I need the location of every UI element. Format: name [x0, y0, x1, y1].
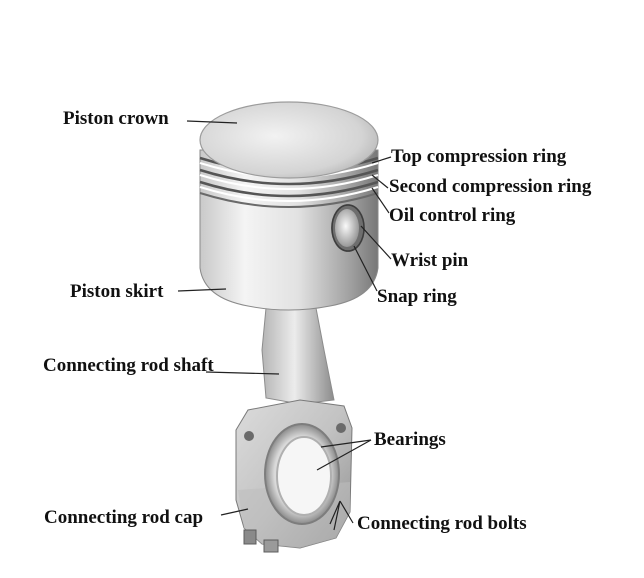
wrist-pin: [331, 204, 365, 252]
connecting-rod: [235, 307, 353, 553]
bearing-shell: [276, 436, 332, 516]
label-bearings: Bearings: [374, 429, 446, 450]
leader-piston-crown: [186, 120, 238, 124]
leader-connecting-rod-cap: [220, 508, 249, 516]
label-top-compression-ring: Top compression ring: [391, 146, 567, 167]
connecting-rod-bolt-right: [263, 539, 279, 553]
leader-top-compression-ring: [371, 156, 392, 164]
leader-connecting-rod-shaft: [205, 371, 280, 375]
leader-snap-ring: [353, 245, 378, 292]
piston-skirt: [199, 149, 379, 311]
piston-crown: [199, 101, 379, 179]
connecting-rod-shaft: [261, 307, 335, 405]
leader-lines: [177, 120, 392, 531]
leader-second-compression-ring: [371, 174, 389, 189]
bolt-hole-right: [336, 423, 346, 433]
label-snap-ring: Snap ring: [377, 286, 457, 307]
leader-bearings-upper: [320, 439, 372, 448]
leader-wrist-pin: [360, 225, 392, 260]
piston: [199, 101, 379, 311]
connecting-rod-bolt-left: [243, 529, 257, 545]
leader-connecting-rod-bolts: [329, 500, 354, 531]
leader-bearings-lower: [316, 439, 372, 471]
label-piston-skirt: Piston skirt: [70, 281, 164, 302]
snap-ring: [331, 204, 365, 252]
label-connecting-rod-bolts: Connecting rod bolts: [357, 513, 527, 534]
label-wrist-pin: Wrist pin: [391, 250, 469, 271]
label-piston-crown: Piston crown: [63, 108, 169, 129]
leader-oil-control-ring: [371, 187, 390, 214]
label-connecting-rod-cap: Connecting rod cap: [44, 507, 204, 528]
label-oil-control-ring: Oil control ring: [389, 205, 516, 226]
leader-piston-skirt: [177, 288, 227, 292]
label-second-compression-ring: Second compression ring: [389, 176, 592, 197]
label-connecting-rod-shaft: Connecting rod shaft: [43, 355, 214, 376]
bolt-hole-left: [244, 431, 254, 441]
